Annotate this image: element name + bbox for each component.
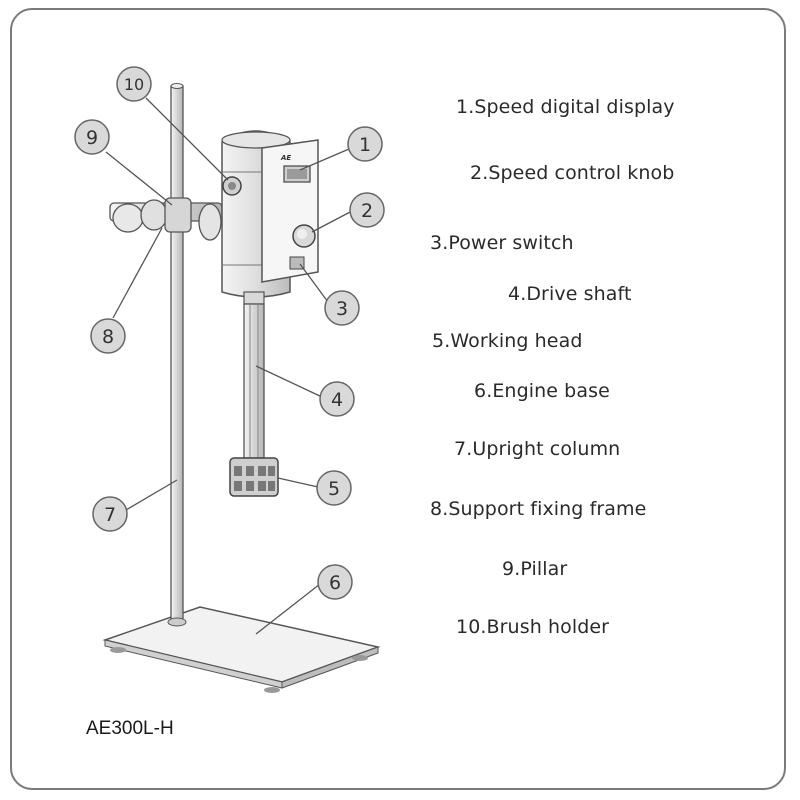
legend-item-drive-shaft: 4.Drive shaft (508, 283, 632, 305)
legend-item-power-switch: 3.Power switch (430, 232, 574, 254)
svg-text:10: 10 (124, 75, 144, 94)
callout-3: 3 (324, 290, 360, 326)
diagram-frame (10, 8, 786, 790)
svg-text:6: 6 (329, 572, 341, 594)
callout-6: 6 (317, 564, 353, 600)
svg-text:9: 9 (86, 127, 98, 149)
callout-5: 5 (316, 470, 352, 506)
callout-1: 1 (347, 126, 383, 162)
legend-item-pillar: 9.Pillar (502, 558, 568, 580)
legend-item-speed-control-knob: 2.Speed control knob (470, 162, 675, 184)
legend-item-brush-holder: 10.Brush holder (456, 616, 610, 638)
legend-item-support-fixing-frame: 8.Support fixing frame (430, 498, 647, 520)
svg-text:3: 3 (336, 298, 348, 320)
drive-shaft (243, 291, 265, 459)
callout-7: 7 (92, 496, 128, 532)
legend-item-engine-base: 6.Engine base (474, 380, 610, 402)
support-fixing-frame (109, 197, 223, 241)
working-head (229, 457, 279, 497)
svg-text:5: 5 (328, 478, 340, 500)
svg-text:2: 2 (361, 200, 373, 222)
callout-8: 8 (90, 318, 126, 354)
legend-item-speed-digital-display: 1.Speed digital display (456, 96, 675, 118)
svg-text:4: 4 (331, 389, 343, 411)
engine-base-plate (102, 606, 381, 693)
svg-text:7: 7 (104, 504, 116, 526)
callout-2: 2 (349, 192, 385, 228)
svg-text:8: 8 (102, 326, 114, 348)
leader-lines (105, 97, 357, 635)
device-logo-text: AE (280, 154, 291, 162)
legend-item-upright-column: 7.Upright column (454, 438, 621, 460)
callout-9: 9 (74, 119, 110, 155)
legend-item-working-head: 5.Working head (432, 330, 583, 352)
callout-10: 10 (116, 66, 152, 102)
model-label: AE300L-H (86, 718, 174, 739)
svg-text:1: 1 (359, 134, 371, 156)
callout-4: 4 (319, 381, 355, 417)
callouts: 1 2 3 4 5 6 7 8 (74, 66, 385, 600)
upright-column (167, 83, 187, 627)
motor-body: AE (221, 130, 319, 298)
power-switch (289, 256, 305, 270)
